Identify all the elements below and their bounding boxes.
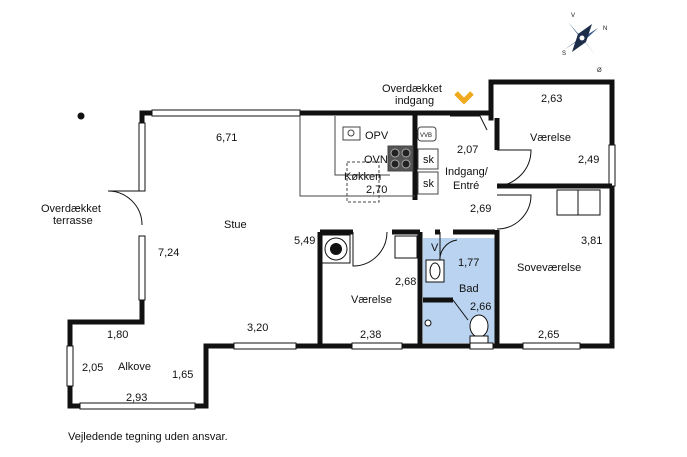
- terrace-word-label: terrasse: [53, 215, 93, 227]
- terrace-covered-label: Overdækket: [41, 203, 101, 215]
- dim-293: 2,93: [126, 392, 147, 404]
- dim-549: 5,49: [294, 235, 315, 247]
- label-vvb: VVB: [420, 133, 432, 139]
- compass-s: S: [562, 51, 566, 57]
- doors: [107, 115, 601, 321]
- compass-n: N: [603, 26, 607, 32]
- windows: [66, 109, 616, 410]
- compass-v: V: [571, 13, 575, 19]
- room-entre: Entré: [453, 180, 479, 192]
- dim-180: 1,80: [107, 329, 128, 341]
- entrance-arrow-icon: [454, 91, 474, 105]
- dot-marker: [77, 112, 85, 120]
- dim-238: 2,38: [360, 329, 381, 341]
- dim-269: 2,69: [470, 203, 491, 215]
- dim-205: 2,05: [82, 362, 103, 374]
- bath-fixtures: [424, 259, 489, 344]
- label-opv: OPV: [365, 130, 389, 142]
- label-sk1: sk: [423, 154, 435, 166]
- dim-263: 2,63: [541, 93, 562, 105]
- dim-207: 2,07: [457, 144, 478, 156]
- dim-265: 2,65: [538, 329, 559, 341]
- kitchen-counter: [299, 116, 439, 203]
- dim-266: 2,66: [470, 301, 491, 313]
- room-sovevaerelse: Soveværelse: [517, 262, 581, 274]
- room-alkove: Alkove: [118, 361, 151, 373]
- dim-671: 6,71: [216, 132, 237, 144]
- room-kokken: Køkken: [344, 171, 381, 183]
- room-bad: Bad: [459, 283, 479, 295]
- stove: [321, 234, 351, 264]
- compass-o: Ø: [597, 68, 602, 74]
- room-indgang: Indgang/: [445, 166, 489, 178]
- dim-268: 2,68: [395, 276, 416, 288]
- dim-381: 3,81: [581, 235, 602, 247]
- dim-270: 2,70: [366, 184, 387, 196]
- dim-724: 7,24: [158, 247, 179, 259]
- dim-177: 1,77: [458, 257, 479, 269]
- dim-320: 3,20: [247, 322, 268, 334]
- label-sk2: sk: [423, 178, 435, 190]
- room-stue: Stue: [224, 219, 247, 231]
- inner-walls: [317, 110, 612, 346]
- label-ovn: OVN: [364, 154, 388, 166]
- label-v: V: [431, 242, 439, 254]
- entrance-covered-label: Overdækket: [382, 83, 442, 95]
- room-vaerelse-top: Værelse: [530, 132, 571, 144]
- dim-249: 2,49: [578, 154, 599, 166]
- compass-icon: [564, 22, 598, 56]
- dim-165: 1,65: [172, 369, 193, 381]
- disclaimer-text: Vejledende tegning uden ansvar.: [68, 431, 228, 443]
- room-vaerelse-mid: Værelse: [351, 294, 392, 306]
- entrance-word-label: indgang: [395, 95, 434, 107]
